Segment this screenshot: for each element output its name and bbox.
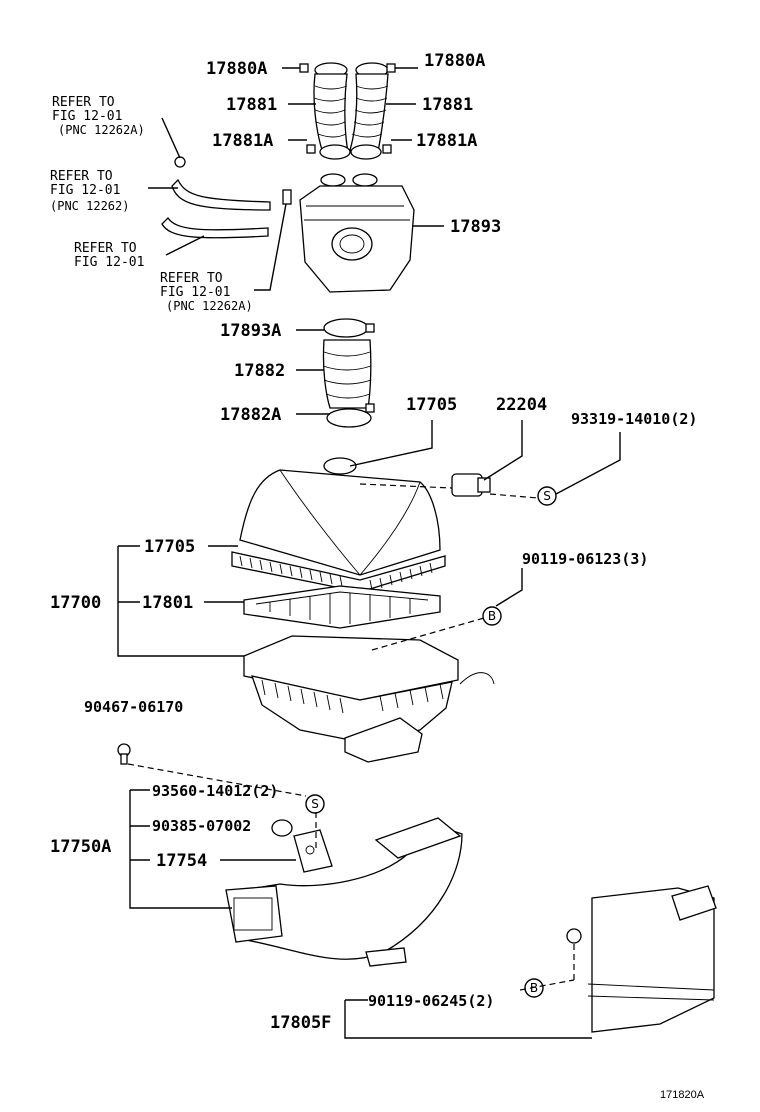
label-17801: 17801 <box>142 593 193 613</box>
svg-text:FIG 12-01: FIG 12-01 <box>74 255 144 270</box>
label-17882: 17882 <box>234 361 285 381</box>
leader-lines <box>117 67 621 1039</box>
hose-17881-left <box>313 62 351 160</box>
svg-text:S: S <box>543 489 551 503</box>
label-93319: 93319-14010(2) <box>571 410 697 428</box>
refer-note-3: REFER TO FIG 12-01 <box>74 241 144 270</box>
label-17754: 17754 <box>156 851 207 871</box>
symbol-s-lower: S <box>305 794 325 814</box>
svg-text:REFER TO: REFER TO <box>160 271 223 286</box>
svg-text:(PNC 12262A): (PNC 12262A) <box>58 123 145 137</box>
label-17881-right: 17881 <box>422 95 473 115</box>
symbol-b-lower: B <box>524 978 544 998</box>
label-17880a-right: 17880A <box>424 51 485 71</box>
sensor-22204 <box>451 473 491 497</box>
svg-text:FIG 12-01: FIG 12-01 <box>52 109 122 124</box>
label-17881-left: 17881 <box>226 95 277 115</box>
label-17700: 17700 <box>50 593 101 613</box>
air-cleaner-cap-17705 <box>231 457 446 593</box>
label-90119-06123: 90119-06123(3) <box>522 550 648 568</box>
svg-text:B: B <box>530 981 538 995</box>
label-17705-side: 17705 <box>144 537 195 557</box>
label-17750a: 17750A <box>50 837 111 857</box>
grommet-90385 <box>271 819 293 837</box>
inlet-duct-17750a <box>225 817 463 967</box>
figure-id: 171820A <box>660 1089 705 1101</box>
hose-17881-right <box>349 62 389 160</box>
refer-note-4: REFER TO FIG 12-01 (PNC 12262A) <box>160 271 253 313</box>
label-90467: 90467-06170 <box>84 698 183 716</box>
symbol-s-upper: S <box>537 486 557 506</box>
clamps-17881a <box>306 144 392 154</box>
label-17881a-left: 17881A <box>212 131 273 151</box>
svg-text:(PNC 12262): (PNC 12262) <box>50 199 129 213</box>
refer-note-1: REFER TO FIG 12-01 (PNC 12262A) <box>52 95 145 137</box>
refer-note-2: REFER TO FIG 12-01 (PNC 12262) <box>50 169 129 213</box>
svg-text:S: S <box>311 797 319 811</box>
vacuum-hose-parts <box>161 156 292 239</box>
label-17882a: 17882A <box>220 405 281 425</box>
air-cleaner-case <box>243 635 495 763</box>
hose-17882 <box>322 318 375 428</box>
symbol-b-upper: B <box>482 606 502 626</box>
svg-text:B: B <box>488 609 496 623</box>
label-93560: 93560-14012(2) <box>152 782 278 800</box>
svg-text:FIG 12-01: FIG 12-01 <box>160 285 230 300</box>
filter-element-17801 <box>243 585 441 629</box>
svg-text:REFER TO: REFER TO <box>52 95 115 110</box>
resonator-17805f <box>566 885 717 1033</box>
label-22204: 22204 <box>496 395 547 415</box>
bracket-17754 <box>293 829 333 873</box>
resonator-17893 <box>299 173 415 293</box>
svg-text:FIG 12-01: FIG 12-01 <box>50 183 120 198</box>
label-17893a: 17893A <box>220 321 281 341</box>
label-90385: 90385-07002 <box>152 817 251 835</box>
label-17880a-left: 17880A <box>206 59 267 79</box>
bolt-90467 <box>117 743 131 765</box>
label-90119-06245: 90119-06245(2) <box>368 992 494 1010</box>
label-17805f: 17805F <box>270 1013 331 1033</box>
label-17705-top: 17705 <box>406 395 457 415</box>
dashed-lines <box>127 483 575 991</box>
label-17881a-right: 17881A <box>416 131 477 151</box>
label-17893: 17893 <box>450 217 501 237</box>
svg-text:REFER TO: REFER TO <box>50 169 113 184</box>
svg-text:REFER TO: REFER TO <box>74 241 137 256</box>
svg-text:(PNC 12262A): (PNC 12262A) <box>166 299 253 313</box>
